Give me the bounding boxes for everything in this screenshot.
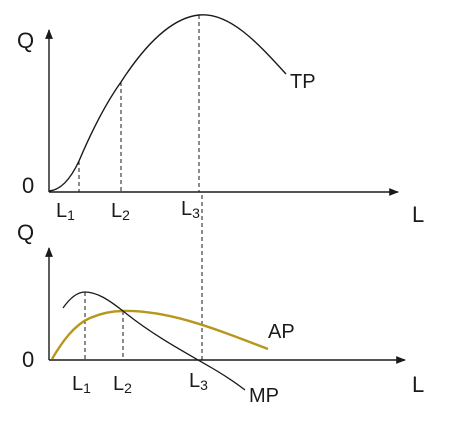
bottom-tick-l1: L1 bbox=[72, 373, 91, 396]
tp-label: TP bbox=[290, 71, 316, 93]
bottom-y-axis-label: Q bbox=[17, 220, 34, 245]
bottom-tick-l2: L2 bbox=[113, 373, 132, 396]
ap-label: AP bbox=[268, 321, 295, 343]
ap-curve bbox=[50, 309, 269, 360]
tp-curve bbox=[48, 14, 287, 192]
top-panel: Q 0 L TP L1 L2 L3 bbox=[17, 14, 424, 227]
top-x-axis-label: L bbox=[412, 202, 424, 227]
top-tick-l2: L2 bbox=[111, 200, 130, 223]
mp-curve bbox=[62, 291, 246, 391]
bottom-origin-label: 0 bbox=[22, 347, 34, 372]
bottom-panel: Q 0 L AP MP L1 L2 L3 bbox=[17, 195, 424, 407]
top-tick-l1: L1 bbox=[56, 200, 75, 223]
mp-label: MP bbox=[249, 385, 279, 407]
top-origin-label: 0 bbox=[22, 173, 34, 198]
bottom-x-axis-label: L bbox=[412, 372, 424, 397]
bottom-tick-l3: L3 bbox=[189, 370, 208, 393]
top-y-axis-label: Q bbox=[17, 28, 34, 53]
top-tick-l3: L3 bbox=[181, 198, 200, 221]
